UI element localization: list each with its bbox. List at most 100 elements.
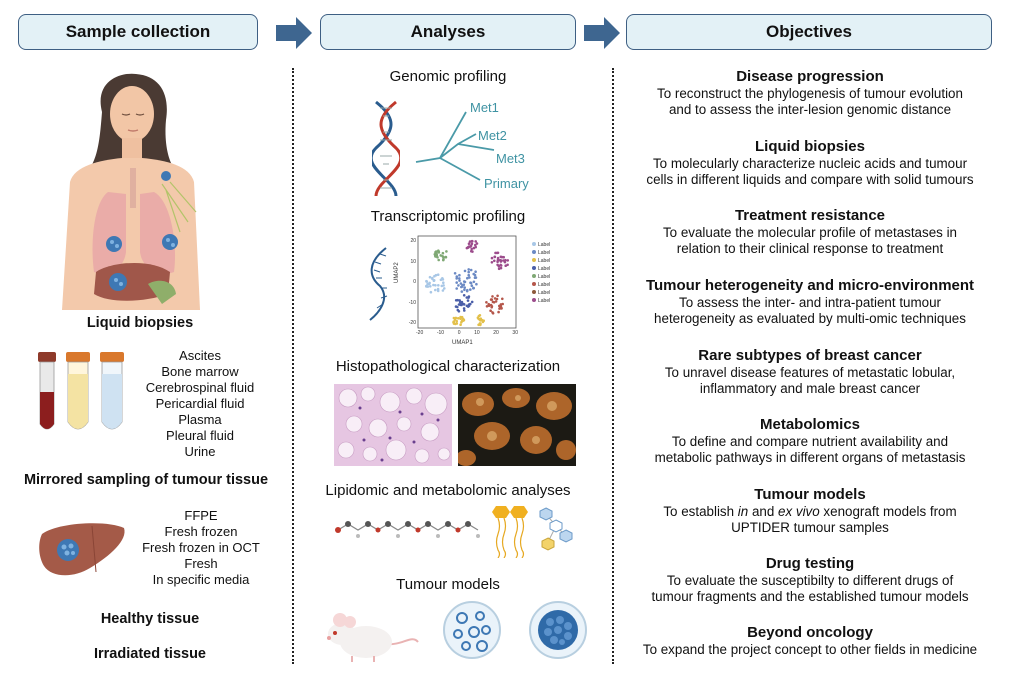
list-item: Fresh: [184, 556, 218, 571]
umap-point: [496, 294, 499, 298]
objective-title: Beyond oncology: [747, 624, 873, 641]
umap-point: [489, 309, 492, 312]
list-item: Pleural fluid: [166, 428, 234, 443]
umap-point: [474, 245, 477, 249]
umap-point: [445, 250, 448, 253]
umap-point: [499, 266, 503, 270]
umap-point: [490, 261, 494, 264]
objective-disease-progression: Disease progression To reconstruct the p…: [628, 68, 992, 118]
tick-label: 0: [413, 279, 416, 285]
umap-point: [499, 263, 502, 267]
arrow-right-icon: [584, 17, 620, 49]
legend-item: Label: [532, 297, 550, 305]
umap-point: [455, 277, 458, 280]
list-item: Urine: [184, 444, 216, 459]
tree-label-met1: Met1: [470, 100, 499, 115]
umap-point: [470, 247, 473, 251]
umap-point: [459, 323, 462, 326]
header-sample-collection: Sample collection: [18, 14, 258, 50]
arrow-right-icon: [276, 17, 312, 49]
tick-label: -10: [436, 330, 445, 336]
objective-description: relation to their clinical response to t…: [676, 241, 944, 256]
objective-title: Rare subtypes of breast cancer: [698, 347, 922, 364]
umap-point: [489, 298, 493, 301]
objective-title: Treatment resistance: [734, 207, 886, 224]
umap-yticks: 20 10 0 -10 -20: [404, 238, 416, 326]
legend-swatch: [532, 282, 536, 286]
tick-label: 20: [410, 238, 416, 244]
objective-metabolomics: Metabolomics To define and compare nutri…: [628, 416, 992, 466]
umap-point: [469, 268, 473, 272]
liquid-biopsies-title: Liquid biopsies: [86, 315, 194, 331]
umap-point: [494, 251, 497, 255]
legend-swatch: [532, 250, 536, 254]
tree-label-primary: Primary: [484, 176, 529, 191]
umap-plot: [417, 235, 517, 329]
umap-point: [455, 281, 458, 284]
header-objectives: Objectives: [626, 14, 992, 50]
legend-label: Label: [538, 266, 551, 272]
legend-swatch: [532, 258, 536, 262]
umap-point: [470, 300, 474, 304]
umap-point: [478, 322, 482, 325]
tick-label: -10: [408, 299, 416, 306]
umap-point: [437, 258, 440, 262]
rna-strand-icon: [369, 247, 388, 321]
tick-label: -20: [408, 320, 416, 326]
umap-point: [466, 305, 470, 308]
umap-point: [501, 302, 504, 306]
umap-point: [460, 302, 463, 306]
column-divider: [292, 68, 294, 664]
objective-description: To establish in and ex vivo xenograft mo…: [663, 504, 957, 519]
list-item: Bone marrow: [161, 364, 239, 379]
umap-point: [453, 272, 457, 275]
organoid-dish-icon: [443, 601, 501, 659]
histopathological-label: Histopathological characterization: [335, 358, 561, 375]
umap-point: [493, 255, 496, 259]
tick-label: 20: [493, 330, 499, 336]
objective-description: UPTIDER tumour samples: [731, 520, 889, 535]
umap-point: [455, 287, 458, 290]
umap-point: [454, 316, 458, 320]
objective-description: To molecularly characterize nucleic acid…: [652, 156, 968, 171]
legend-swatch: [532, 290, 536, 294]
umap-point: [506, 259, 510, 262]
umap-point: [477, 317, 480, 321]
objective-rare-subtypes: Rare subtypes of breast cancer To unrave…: [628, 347, 992, 397]
tick-label: 10: [410, 258, 416, 265]
objective-description: metabolic pathways in different organs o…: [654, 450, 966, 465]
umap-point: [467, 268, 470, 271]
umap-point: [462, 283, 466, 286]
tumour-models-analysis-label: Tumour models: [396, 576, 500, 593]
liver-illustration: [39, 523, 125, 576]
legend-swatch: [532, 266, 536, 270]
phylogenetic-tree: [415, 111, 495, 181]
umap-point: [456, 305, 459, 309]
umap-point: [443, 287, 446, 290]
objective-tumour-models: Tumour models To establish in and ex viv…: [628, 486, 992, 536]
umap-point: [498, 258, 502, 262]
umap-point: [467, 273, 470, 277]
umap-point: [494, 300, 498, 303]
umap-point: [437, 249, 440, 252]
umap-point: [432, 279, 436, 282]
umap-point: [466, 276, 469, 280]
objective-title: Tumour models: [754, 486, 866, 503]
umap-point: [439, 254, 442, 257]
list-item: Ascites: [179, 348, 221, 363]
list-item: Cerebrospinal fluid: [145, 380, 255, 395]
legend-item: Label: [532, 249, 550, 257]
umap-point: [458, 279, 461, 282]
objective-description: To unravel disease features of metastati…: [664, 365, 956, 380]
lipidomic-label: Lipidomic and metabolomic analyses: [325, 482, 571, 499]
umap-ylabel: UMAP2: [394, 262, 400, 283]
umap-point: [497, 264, 501, 268]
umap-point: [444, 255, 448, 259]
umap-point: [469, 244, 473, 247]
objective-drug-testing: Drug testing To evaluate the susceptibil…: [628, 555, 992, 605]
objective-title: Drug testing: [765, 555, 855, 572]
objective-description: tumour fragments and the established tum…: [651, 589, 969, 604]
legend-label: Label: [538, 242, 551, 248]
header-analyses: Analyses: [320, 14, 576, 50]
